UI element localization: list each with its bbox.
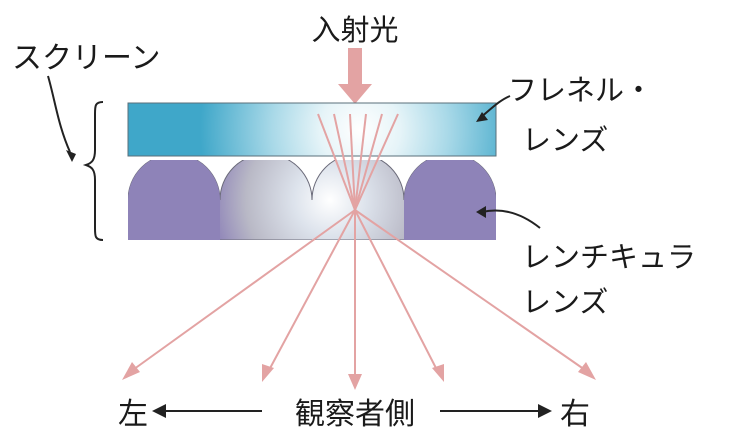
lenticular-lens-label-line1: レンチキュラ — [522, 240, 696, 274]
clipped-link-fragment[interactable] — [715, 322, 729, 350]
right-label: 右 — [560, 397, 590, 432]
leader-lines — [476, 95, 541, 229]
incident-light-arrow — [338, 48, 372, 104]
viewer-direction-arrows — [152, 404, 552, 418]
light-rays — [122, 113, 596, 390]
viewer-side-label: 観察者側 — [295, 397, 415, 432]
clipped-link-fragment[interactable] — [715, 190, 729, 218]
fresnel-lens-label-line2: レンズ — [522, 123, 608, 157]
clipped-link-fragment[interactable] — [715, 262, 729, 290]
left-label: 左 — [118, 397, 148, 432]
screen-label: スクリーン — [12, 41, 161, 76]
incident-light-label: 入射光 — [311, 13, 398, 47]
clipped-link-fragment[interactable] — [715, 226, 729, 254]
lenticular-lens — [128, 160, 496, 240]
lenticular-lens-label-line2: レンズ — [522, 285, 608, 319]
fresnel-lens-label-line1: フレネル・ — [508, 73, 653, 107]
screen-bracket — [47, 75, 104, 241]
fresnel-lens — [127, 102, 497, 157]
